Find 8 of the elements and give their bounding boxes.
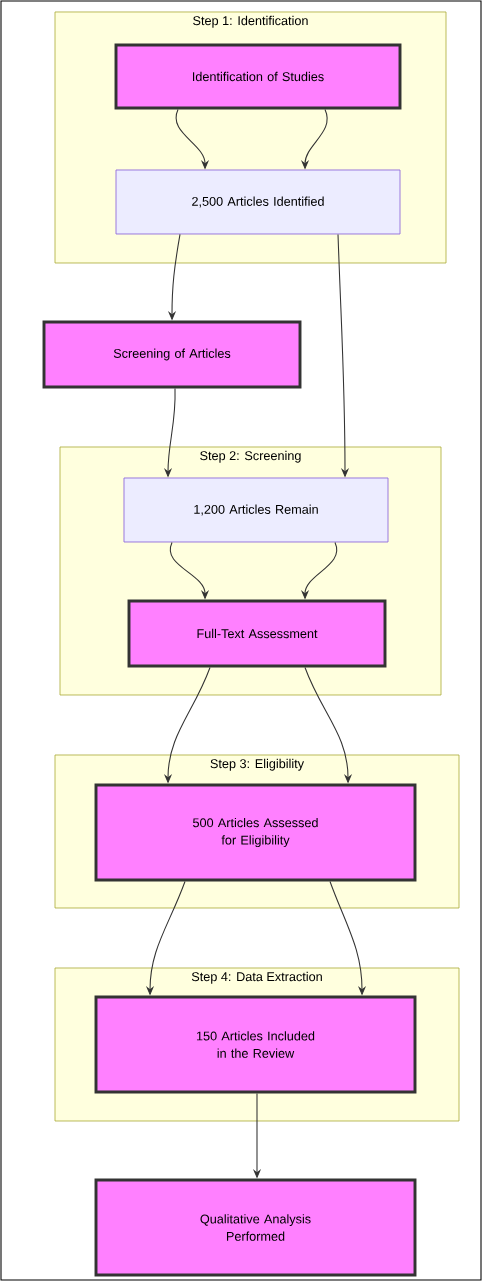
count-box: 2,500 Articles Identified: [115, 169, 401, 235]
process-box: Identification of Studies: [114, 43, 402, 110]
process-box: Qualitative Analysis Performed: [94, 1178, 417, 1277]
process-box: 500 Articles Assessed for Eligibility: [94, 783, 417, 882]
process-box: 150 Articles Included in the Review: [94, 995, 417, 1094]
process-box: Full-Text Assessment: [127, 599, 387, 668]
count-box: 1,200 Articles Remain: [123, 477, 389, 543]
process-box: Screening of Articles: [42, 320, 302, 389]
